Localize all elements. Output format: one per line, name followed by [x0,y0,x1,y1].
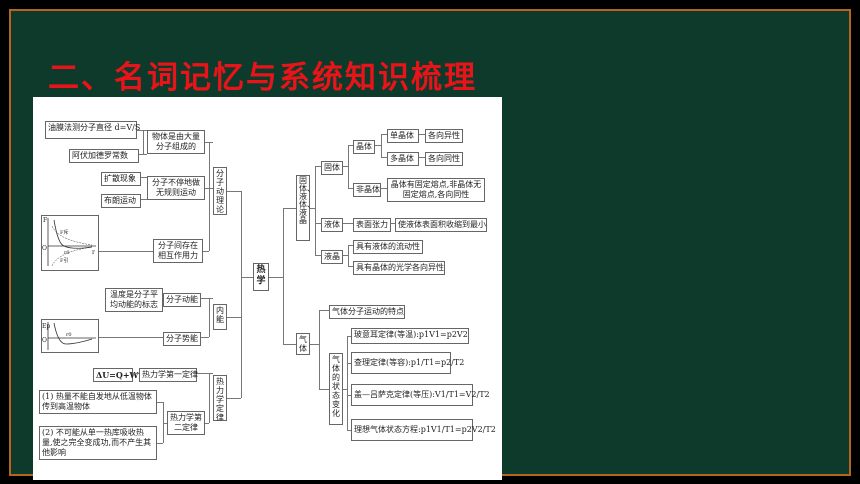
node-second-law-b: (2) 不可能从单一热库吸收热量,使之完全变成功,而不产生其他影响 [39,426,157,460]
node-charles-law: 查理定律(等容):p1/T1=p2/T2 [351,352,464,374]
node-delta-u: ΔU=Q+W [93,368,139,382]
graph2-r0: r0 [66,332,72,338]
graph-force: F r O F斥 r0 F引 [41,215,99,271]
node-diffusion: 扩散现象 [101,172,141,186]
node-potential-energy: 分子势能 [163,332,201,346]
node-liquid-crystal: 液晶 [321,250,343,264]
node-kinetic-energy: 分子动能 [163,293,201,307]
potential-curve-graph: Ep O r0 [42,322,96,350]
node-first-law: 热力学第一定律 [139,368,198,382]
branch-molecular-theory: 分子动理论 [213,167,227,215]
node-surface-tension: 表面张力 [353,218,391,232]
graph-potential: Ep O r0 [41,319,99,353]
node-oil-film: 油膜法测分子直径 d=V/S [45,121,140,139]
node-crystal: 晶体 [353,140,375,154]
node-isotropy: 各向同性 [425,152,463,166]
node-temperature: 温度是分子平均动能的标志 [105,288,163,312]
node-random-motion: 分子不停地做无规则运动 [147,176,205,200]
node-amorphous: 非晶体 [353,183,381,197]
graph2-origin: O [42,337,47,344]
branch-gas: 气体 [296,333,310,355]
node-lc-optical: 具有晶体的光学各向异性 [353,261,445,275]
branch-thermo-laws: 热力学定律 [213,375,227,422]
graph1-r0: r0 [64,250,70,256]
node-molecule-composition: 物体是由大量分子组成的 [147,130,205,154]
graph1-origin: O [42,245,47,252]
node-ideal-gas: 理想气体状态方程:p1V1/T1=p2V2/T2 [351,419,496,441]
node-gas-molecular-motion: 气体分子运动的特点 [329,305,405,319]
node-single-crystal: 单晶体 [387,129,419,143]
node-gas-state-change: 气体的状态变化 [329,353,343,425]
graph1-repulsion: F斥 [60,229,68,236]
node-brownian: 布朗运动 [101,194,141,208]
force-curve-graph: F r O F斥 r0 F引 [42,217,96,267]
knowledge-map: 油膜法测分子直径 d=V/S 阿伏加德罗常数 物体是由大量分子组成的 扩散现象 … [33,97,502,480]
node-polycrystal: 多晶体 [387,152,419,166]
branch-solid-liquid-lc: 固体、液体、液晶 [296,175,315,241]
node-boyle-law: 玻意耳定律(等温):p1V1=p2V2 [351,328,469,344]
node-melting-point: 晶体有固定熔点,非晶体无固定熔点,各向同性 [387,178,485,202]
node-liquid: 液体 [321,218,343,232]
node-second-law-a: (1) 热量不能自发地从低温物体传到高温物体 [39,390,157,414]
slide-title: 二、名词记忆与系统知识梳理 [48,60,477,96]
node-lc-fluidity: 具有液体的流动性 [353,240,423,254]
node-gay-lussac-law: 盖—吕萨克定律(等压):V1/T1=V2/T2 [351,384,490,406]
node-avogadro: 阿伏加德罗常数 [69,149,139,163]
node-tension-effect: 使液体表面积收缩到最小 [395,218,487,232]
node-intermolecular-force: 分子间存在相互作用力 [153,239,203,263]
graph1-x-label: r [92,249,95,256]
node-anisotropy: 各向异性 [425,129,463,143]
root-heat: 热学 [253,263,269,291]
graph1-attraction: F引 [60,257,68,264]
node-second-law: 热力学第二定律 [167,411,205,435]
node-solid: 固体 [321,161,343,175]
graph1-y-label: F [43,217,47,224]
graph2-y-label: Ep [42,323,50,330]
branch-internal-energy: 内能 [213,304,227,330]
